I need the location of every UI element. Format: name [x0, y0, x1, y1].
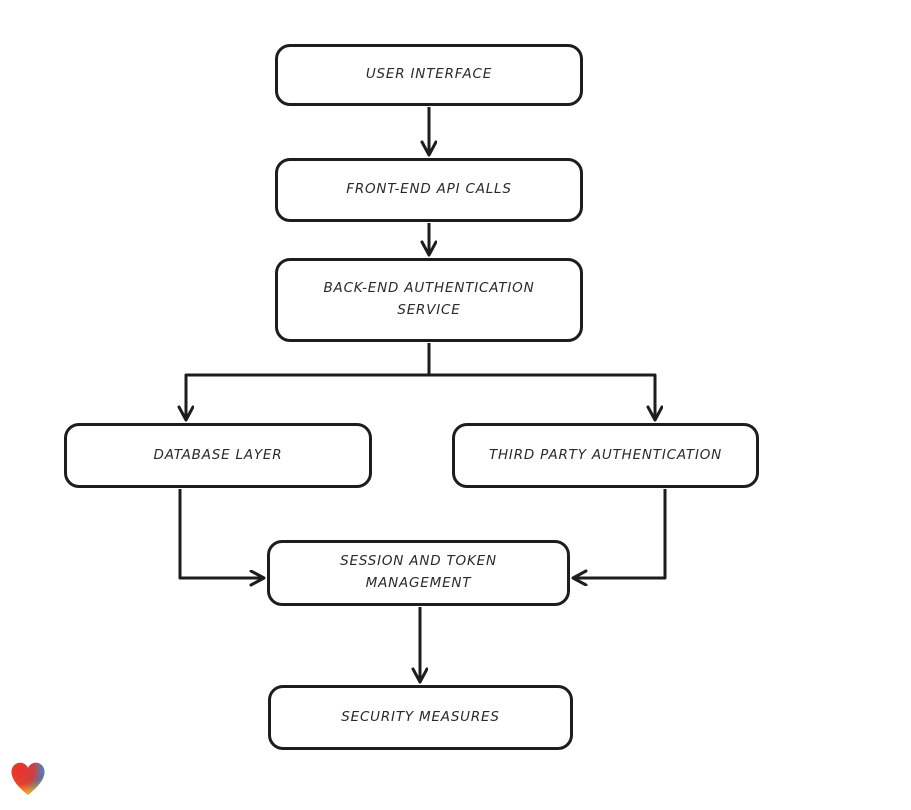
node-user-interface[interactable]: USER INTERFACE	[275, 44, 583, 106]
node-label: FRONT-END API CALLS	[346, 181, 512, 198]
node-security-measures[interactable]: SECURITY MEASURES	[268, 685, 573, 750]
heart-logo-icon[interactable]	[8, 760, 48, 800]
node-label: DATABASE LAYER	[153, 446, 283, 463]
node-label: THIRD PARTY AUTHENTICATION	[488, 446, 723, 463]
node-label: SECURITY MEASURES	[341, 708, 500, 725]
node-label: USER INTERFACE	[365, 66, 493, 83]
edge-thirdparty-to-session	[573, 489, 667, 578]
edge-backend-to-database	[186, 373, 429, 420]
node-front-end-api-calls[interactable]: FRONT-END API CALLS	[275, 158, 583, 222]
node-session-and-token-management[interactable]: SESSION AND TOKEN MANAGEMENT	[267, 540, 570, 606]
node-label: BACK-END AUTHENTICATION SERVICE	[323, 280, 535, 318]
node-back-end-authentication-service[interactable]: BACK-END AUTHENTICATION SERVICE	[275, 258, 583, 342]
edge-database-to-session	[178, 489, 264, 578]
node-third-party-authentication[interactable]: THIRD PARTY AUTHENTICATION	[452, 423, 759, 488]
node-label: SESSION AND TOKEN MANAGEMENT	[340, 553, 497, 591]
node-database-layer[interactable]: DATABASE LAYER	[64, 423, 372, 488]
edge-backend-to-thirdparty	[429, 373, 655, 420]
